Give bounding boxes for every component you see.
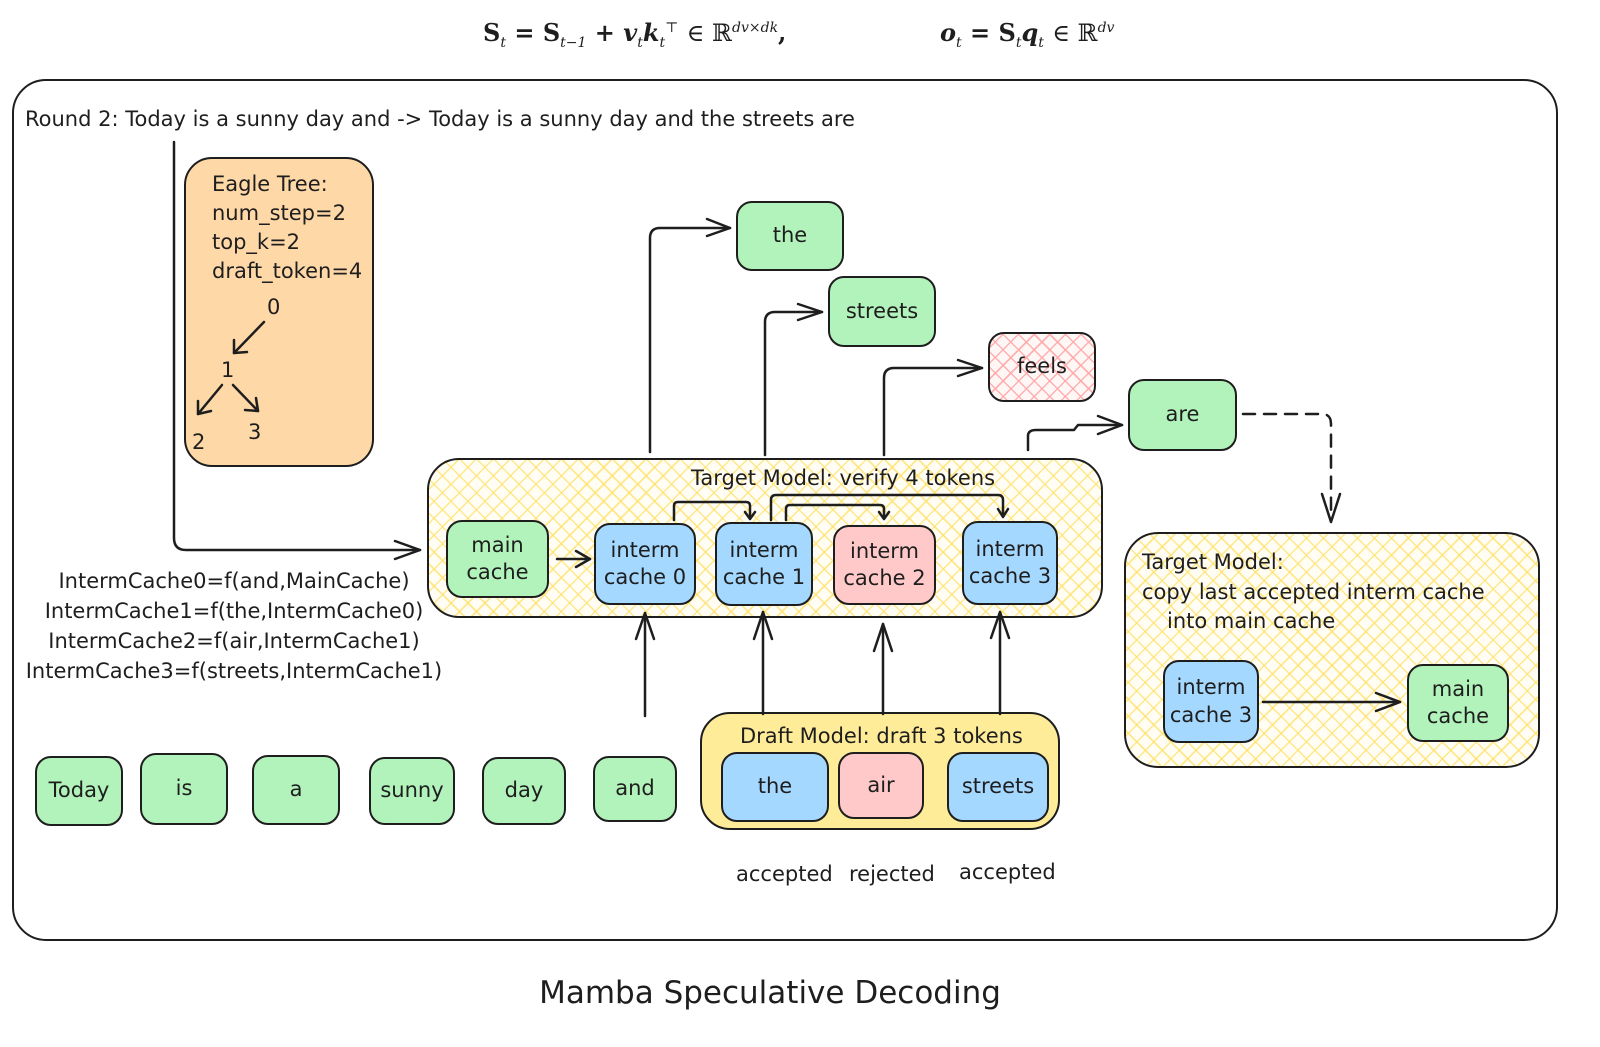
input-token: is (140, 753, 228, 825)
interm-cache-label: cache 3 (968, 564, 1052, 588)
interm-cache-3: interm cache 3 (962, 521, 1058, 605)
formula-symbol: S (483, 18, 501, 47)
target-model-verify-title: Target Model: verify 4 tokens (691, 466, 996, 490)
formula-subscript: t (637, 34, 643, 51)
output-token-the: the (736, 201, 844, 271)
formula-subscript: t−1 (560, 34, 587, 51)
output-token-label: streets (845, 298, 919, 323)
cache-formula-list: IntermCache0=f(and,MainCache) IntermCach… (14, 566, 454, 686)
interm-cache-label: interm (729, 537, 799, 562)
state-update-formula: St = St−1 + vtkt⊤ ∈ ℝdv×dk, (483, 18, 787, 51)
formula-subscript: t (1015, 34, 1022, 51)
draft-token-label: air (867, 772, 895, 797)
formula-operator: = (970, 18, 991, 47)
draft-model-title: Draft Model: draft 3 tokens (740, 724, 1023, 748)
formula-symbol: q (1021, 18, 1039, 47)
copy-source-label: interm (1176, 675, 1246, 700)
output-token-are: are (1128, 379, 1237, 451)
tree-node-0: 0 (267, 295, 281, 319)
input-token-label: and (615, 776, 655, 801)
formula-subscript: t (659, 34, 666, 51)
output-token-streets: streets (828, 276, 936, 347)
formula-symbol: S (542, 18, 561, 47)
draft-token-streets: streets (947, 752, 1049, 822)
input-token-label: a (289, 777, 303, 802)
input-token-label: sunny (380, 778, 444, 803)
interm-cache-0: interm cache 0 (594, 523, 696, 605)
draft-token-the: the (721, 752, 829, 822)
eagle-tree-title: Eagle Tree: (212, 172, 328, 196)
copy-source-label: cache 3 (1169, 702, 1253, 727)
draft-token-air: air (838, 752, 924, 819)
copy-step-line1: copy last accepted interm cache (1142, 580, 1485, 604)
interm-cache-1: interm cache 1 (715, 522, 813, 606)
output-token-feels: feels (988, 332, 1096, 402)
copy-target-label: cache (1426, 704, 1490, 728)
formula-subscript: t (1038, 34, 1044, 51)
tree-node-3: 3 (248, 420, 262, 444)
input-token-label: day (504, 778, 544, 803)
input-token: and (593, 756, 677, 822)
copy-target-label: main (1431, 676, 1485, 701)
interm-cache-label: interm (610, 537, 680, 562)
cache-formula: IntermCache0=f(and,MainCache) (58, 569, 410, 593)
input-token: a (252, 755, 340, 825)
cache-formula: IntermCache3=f(streets,IntermCache1) (25, 659, 443, 683)
status-label-rejected: rejected (849, 862, 935, 886)
input-token: sunny (369, 757, 455, 825)
formula-operator: ∈ ℝ (1052, 19, 1098, 47)
formula-symbol: o (940, 18, 957, 47)
copy-step-line2: into main cache (1167, 609, 1336, 633)
formula-comma: , (778, 18, 787, 47)
formula-subscript: t (500, 34, 506, 51)
formula-operator: ∈ ℝ (686, 19, 732, 47)
copy-step-title: Target Model: (1142, 550, 1284, 574)
interm-cache-2: interm cache 2 (833, 525, 936, 605)
interm-cache-label: interm (849, 538, 920, 563)
input-token-label: Today (48, 778, 110, 803)
formula-symbol: S (998, 18, 1016, 47)
formula-symbol: v (623, 18, 638, 47)
cache-formula: IntermCache1=f(the,IntermCache0) (44, 599, 424, 623)
eagle-param-draft-token: draft_token=4 (212, 259, 363, 283)
input-token: day (482, 757, 566, 825)
interm-cache-label: interm (975, 536, 1045, 561)
formula-operator: + (594, 18, 615, 47)
formula-symbol: k (642, 18, 660, 47)
diagram-frame (12, 79, 1558, 941)
draft-token-label: streets (961, 774, 1035, 799)
tree-node-2: 2 (192, 430, 206, 454)
cache-formula: IntermCache2=f(air,IntermCache1) (48, 629, 420, 653)
eagle-param-top-k: top_k=2 (212, 230, 301, 254)
output-token-label: are (1165, 402, 1200, 427)
round-description: Round 2: Today is a sunny day and -> Tod… (25, 107, 855, 131)
tree-node-1: 1 (221, 358, 235, 382)
copy-target-main-cache: main cache (1407, 664, 1509, 742)
output-token-label: feels (1016, 354, 1067, 379)
main-cache-label: main cache (466, 532, 529, 584)
eagle-tree-box: Eagle Tree: num_step=2 top_k=2 draft_tok… (184, 157, 374, 467)
interm-cache-label: cache 0 (603, 565, 687, 589)
eagle-param-num-step: num_step=2 (212, 201, 346, 225)
formula-superscript: ⊤ (665, 20, 679, 36)
input-token: Today (35, 756, 123, 826)
output-formula: ot = Stqt ∈ ℝdv (940, 18, 1114, 51)
copy-source-interm-cache-3: interm cache 3 (1163, 660, 1259, 743)
interm-cache-label: cache 2 (843, 566, 926, 590)
formula-subscript: t (956, 34, 962, 51)
status-label-accepted: accepted (736, 862, 833, 886)
input-token-label: is (175, 776, 193, 801)
target-main-cache: main cache (446, 520, 549, 598)
formula-superscript: dv (1097, 20, 1115, 36)
draft-token-label: the (757, 774, 793, 799)
copy-step-container: Target Model: copy last accepted interm … (1124, 532, 1540, 768)
formula-superscript: dv×dk (732, 20, 779, 36)
status-label-accepted: accepted (959, 860, 1056, 884)
interm-cache-label: cache 1 (722, 565, 806, 589)
diagram-caption: Mamba Speculative Decoding (539, 975, 1001, 1011)
output-token-label: the (772, 223, 808, 248)
